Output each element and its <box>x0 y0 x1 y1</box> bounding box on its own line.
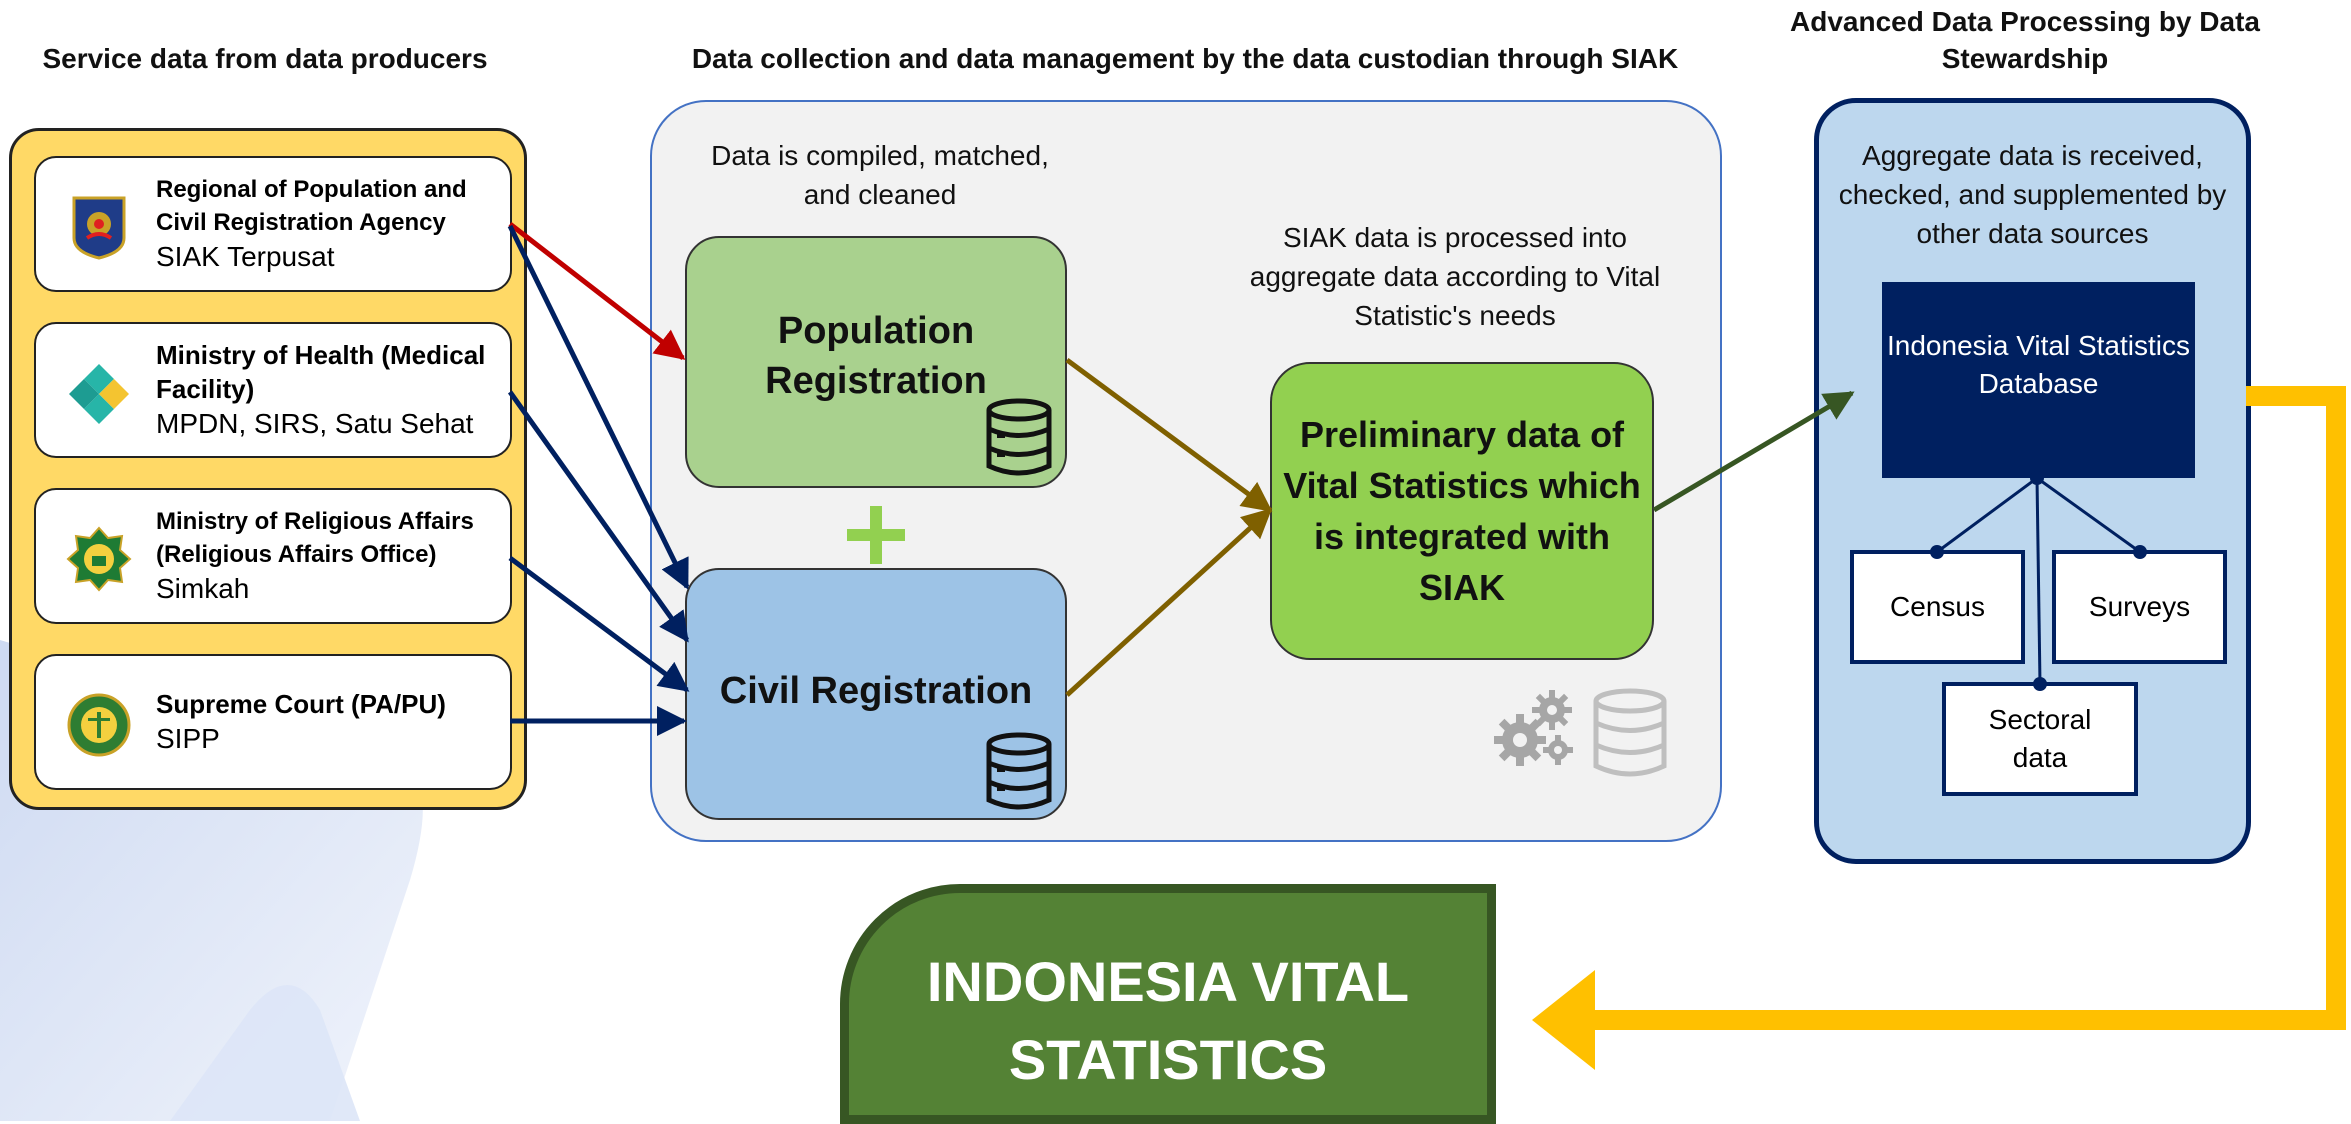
population-registration-box: Population Registration <box>685 236 1067 488</box>
arrow-dukcapil-to-population <box>508 222 686 360</box>
receive-note: Aggregate data is received, checked, and… <box>1838 140 2227 249</box>
preliminary-data-label: Preliminary data of Vital Statistics whi… <box>1283 414 1641 608</box>
arrow-preliminary-to-stewardship <box>1652 390 1855 513</box>
surveys-label: Surveys <box>2088 591 2191 622</box>
compile-note: Data is compiled, matched, and cleaned <box>711 140 1049 210</box>
database-tree-lines <box>1936 476 2141 685</box>
producer-name: Supreme Court (PA/PU) <box>156 689 446 719</box>
dukcapil-emblem-icon <box>72 196 126 260</box>
population-registration-label: Population Registration <box>765 310 987 402</box>
producer-name: Ministry of Health (Medical Facility) <box>156 340 486 404</box>
gears-icon <box>1494 690 1573 766</box>
producer-system: SIAK Terpusat <box>156 241 335 272</box>
vital-statistics-database-box: Indonesia Vital Statistics Database <box>1882 282 2195 478</box>
arrow-civil-to-preliminary <box>1065 507 1273 697</box>
arrow-population-to-preliminary <box>1065 357 1273 513</box>
producer-system: MPDN, SIRS, Satu Sehat <box>156 408 474 439</box>
producer-system: SIPP <box>156 723 220 754</box>
plus-icon <box>847 506 905 564</box>
census-label: Census <box>1890 591 1985 622</box>
civil-registration-label: Civil Registration <box>719 670 1033 712</box>
producer-card-health: Ministry of Health (Medical Facility) MP… <box>34 322 512 458</box>
final-label: INDONESIA VITAL STATISTICS <box>926 950 1410 1091</box>
stewardship-header: Advanced Data Processing by Data Steward… <box>1790 6 2260 74</box>
custodian-header: Data collection and data management by t… <box>691 43 1679 74</box>
database-gray-icon <box>1593 688 1667 777</box>
return-arrow-head <box>1532 970 1595 1070</box>
producers-header: Service data from data producers <box>42 43 488 74</box>
producer-name: Regional of Population and Civil Registr… <box>156 176 467 236</box>
supreme-court-emblem-icon <box>67 693 131 757</box>
religious-affairs-emblem-icon <box>66 526 132 592</box>
producer-card-supreme-court: Supreme Court (PA/PU) SIPP <box>34 654 512 790</box>
health-ministry-logo-icon <box>69 364 129 424</box>
indonesia-vital-statistics-box: INDONESIA VITAL STATISTICS <box>840 884 1496 1124</box>
sectoral-data-label: Sectoral data <box>1988 704 2092 773</box>
producer-name: Ministry of Religious Affairs (Religious… <box>156 508 474 568</box>
civil-registration-box: Civil Registration <box>685 568 1067 820</box>
arrow-health-to-civil <box>507 390 690 643</box>
producer-card-religious-affairs: Ministry of Religious Affairs (Religious… <box>34 488 512 624</box>
return-arrow-line <box>1590 386 2346 1030</box>
database-icon <box>986 732 1052 810</box>
database-icon <box>986 398 1052 476</box>
arrow-religious-to-civil <box>508 555 690 693</box>
arrow-dukcapil-to-civil <box>507 224 690 590</box>
database-label: Indonesia Vital Statistics Database <box>1887 330 2190 399</box>
database-tree-nodes <box>1930 471 2147 691</box>
process-note: SIAK data is processed into aggregate da… <box>1249 222 1661 331</box>
producer-system: Simkah <box>156 573 250 604</box>
